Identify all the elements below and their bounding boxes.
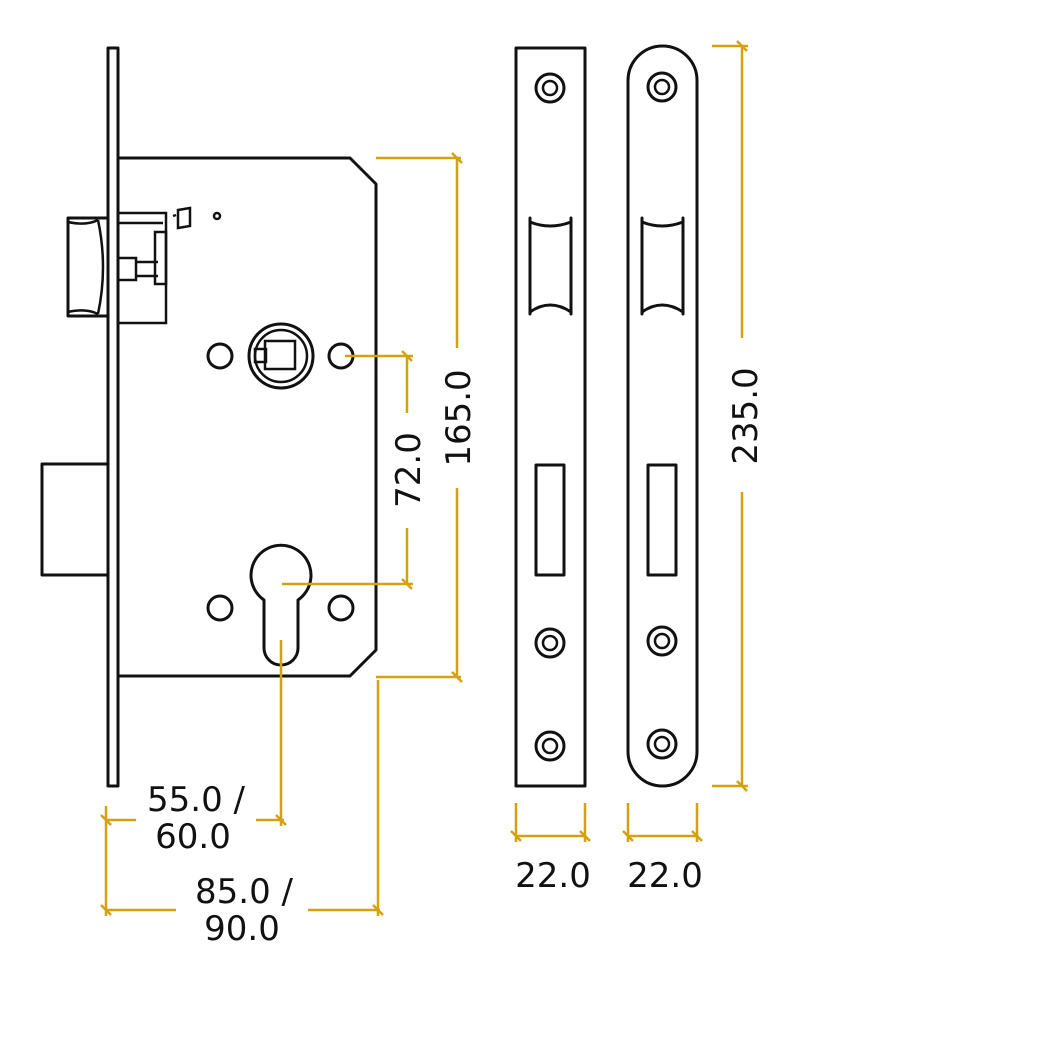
dim-backset: 55.0 / 60.0 xyxy=(100,640,287,916)
dim-round-plate-width: 22.0 xyxy=(622,803,703,896)
faceplate-length-label: 235.0 xyxy=(726,367,766,464)
dim-centres: 72.0 xyxy=(282,350,429,590)
case-depth-label-line2: 90.0 xyxy=(204,909,280,949)
square-plate-width-label: 22.0 xyxy=(515,856,591,896)
lock-body xyxy=(40,46,378,788)
dim-case-depth: 85.0 / 90.0 xyxy=(100,680,384,949)
fixing-hole-lower-left xyxy=(206,594,234,622)
case-depth-label-line1: 85.0 / xyxy=(195,872,294,912)
round-plate-width-label: 22.0 xyxy=(627,856,703,896)
lock-case xyxy=(116,156,378,678)
dim-square-plate-width: 22.0 xyxy=(510,803,591,896)
rounded-forend-plate xyxy=(626,44,699,788)
euro-cylinder-cutout xyxy=(249,543,313,667)
square-forend-plate xyxy=(514,46,587,788)
backset-label-line2: 60.0 xyxy=(155,817,231,857)
dim-faceplate-length: 235.0 xyxy=(712,40,766,792)
dead-bolt xyxy=(40,462,110,577)
forend-plate xyxy=(106,46,120,788)
dim-case-height: 165.0 xyxy=(376,152,479,683)
backset-label-line1: 55.0 / xyxy=(147,780,246,820)
fixing-hole-upper-left xyxy=(206,342,234,370)
latch-bolt xyxy=(66,206,222,325)
centres-label: 72.0 xyxy=(389,432,429,508)
follower-hub xyxy=(247,322,315,390)
case-height-label: 165.0 xyxy=(439,369,479,466)
fixing-hole-lower-right xyxy=(327,594,355,622)
